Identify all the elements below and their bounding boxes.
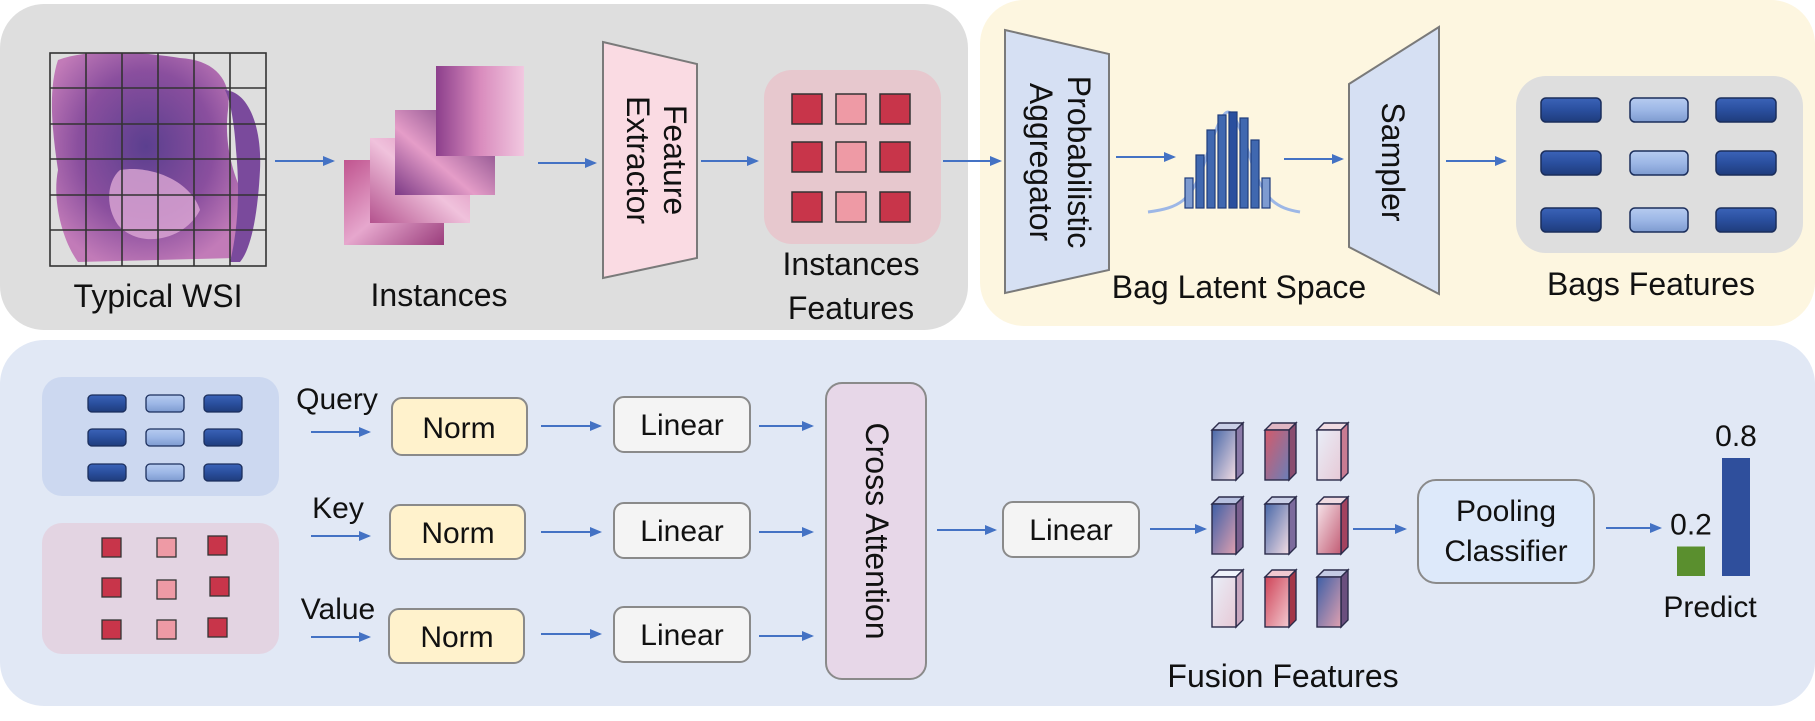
norm-box-value xyxy=(388,608,525,664)
fusion-features-grid xyxy=(1210,421,1350,629)
instances-features-label-line2: Features xyxy=(788,290,914,326)
linear-label-query: Linear xyxy=(640,409,723,442)
feature-extractor-label-line1: Feature xyxy=(657,105,693,215)
bags-features-grid xyxy=(1540,97,1777,233)
pooling-classifier-label-line2: Classifier xyxy=(1444,535,1567,568)
query-label: Query xyxy=(296,383,378,416)
pooling-classifier-box xyxy=(1417,479,1595,584)
predict-label: Predict xyxy=(1663,591,1757,624)
linear-box-value xyxy=(613,606,751,663)
key-label: Key xyxy=(312,492,364,525)
feature-extractor-label-line2: Extractor xyxy=(620,96,656,224)
linear-box-fusion xyxy=(1002,501,1140,558)
bag-latent-space-label: Bag Latent Space xyxy=(1112,269,1366,305)
bags-features-label: Bags Features xyxy=(1547,266,1755,302)
instances-label: Instances xyxy=(371,277,508,313)
instances-features-grid xyxy=(791,93,911,223)
linear-label-key: Linear xyxy=(640,515,723,548)
cross-attention-label: Cross Attention xyxy=(859,423,895,640)
prediction-bars: 0.2 0.8 xyxy=(1670,420,1757,576)
norm-label-value: Norm xyxy=(420,621,493,654)
bag-input-grid xyxy=(87,394,243,482)
probabilistic-aggregator-label-line2: Aggregator xyxy=(1023,83,1059,242)
sampler-label: Sampler xyxy=(1375,102,1411,222)
probabilistic-aggregator-shape xyxy=(1004,28,1110,295)
wsi-image xyxy=(49,52,267,267)
pooling-classifier-label-line1: Pooling xyxy=(1456,495,1556,528)
prediction-bar-1 xyxy=(1677,546,1705,576)
probabilistic-aggregator-label-line1: Probabilistic xyxy=(1061,76,1097,249)
norm-box-query xyxy=(391,397,528,456)
fusion-features-label: Fusion Features xyxy=(1167,658,1398,694)
prediction-value-label-2: 0.8 xyxy=(1715,420,1757,453)
feature-extractor-shape xyxy=(602,40,698,280)
norm-box-key xyxy=(389,504,526,560)
value-label: Value xyxy=(301,593,376,626)
cross-attention-box xyxy=(825,382,927,680)
instances-features-label-line1: Instances xyxy=(783,246,920,282)
linear-label-value: Linear xyxy=(640,619,723,652)
wsi-label: Typical WSI xyxy=(74,278,243,314)
linear-box-query xyxy=(613,396,751,453)
sampler-shape xyxy=(1348,25,1440,296)
linear-box-key xyxy=(613,502,751,559)
prediction-bar-2 xyxy=(1722,458,1750,576)
instance-patches xyxy=(344,66,524,245)
linear-label-fusion: Linear xyxy=(1029,514,1112,547)
norm-label-query: Norm xyxy=(422,412,495,445)
bag-latent-distribution xyxy=(1147,110,1301,214)
prediction-value-label-1: 0.2 xyxy=(1670,509,1712,542)
instance-input-grid xyxy=(101,535,230,640)
norm-label-key: Norm xyxy=(421,517,494,550)
